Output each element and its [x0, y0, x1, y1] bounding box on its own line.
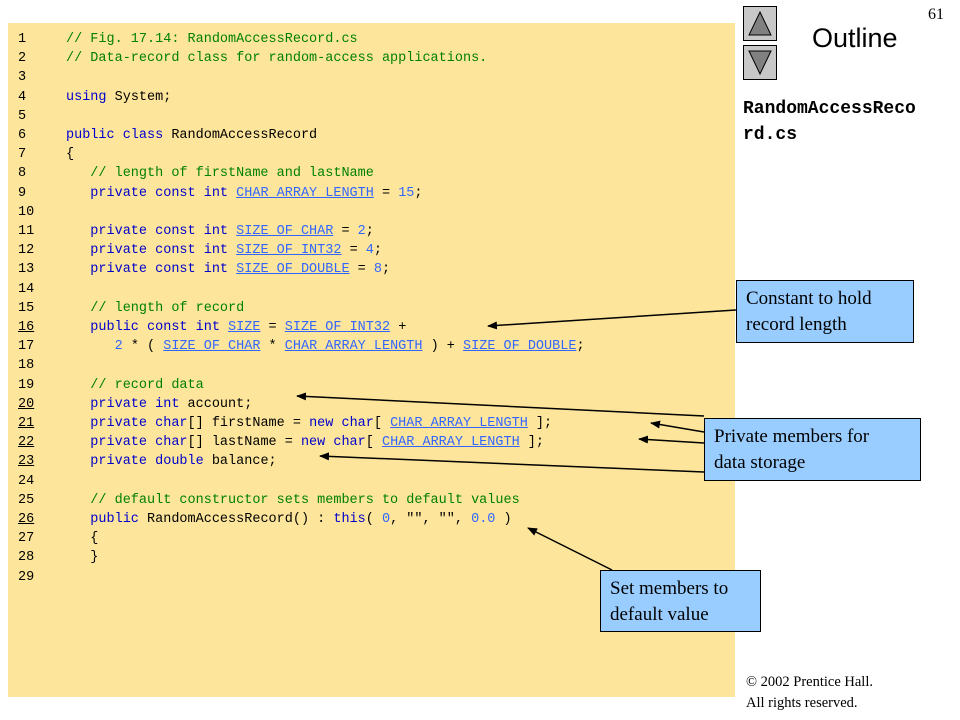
- code-text: }: [66, 550, 99, 566]
- copyright-line-1: © 2002 Prentice Hall.: [746, 674, 873, 690]
- code-listing: 1 // Fig. 17.14: RandomAccessRecord.cs 2 //…: [8, 23, 735, 697]
- code-text: {: [66, 147, 75, 163]
- code-text: private const int SIZE_OF_DOUBLE = 8;: [66, 262, 391, 278]
- line-number: 11: [18, 224, 35, 239]
- line-number: 21: [18, 416, 35, 431]
- code-text: // length of firstName and lastName: [66, 166, 374, 182]
- callout-default-value: Set members to default value: [600, 570, 761, 632]
- line-number: 9: [18, 185, 27, 201]
- code-text: // default constructor sets members to d…: [66, 492, 520, 508]
- copyright-notice: © 2002 Prentice Hall. All rights reserve…: [746, 672, 873, 714]
- line-number: 19: [18, 377, 35, 393]
- callout-text-2: data storage: [714, 452, 806, 473]
- code-text: public class RandomAccessRecord: [66, 128, 318, 143]
- next-slide-button[interactable]: [743, 45, 777, 80]
- line-number: 24: [18, 473, 35, 489]
- line-number: 6: [18, 128, 27, 143]
- line-number: 17: [18, 339, 35, 355]
- line-number: 13: [18, 262, 35, 278]
- outline-title: Outline: [812, 23, 898, 53]
- callout-private-members: Private members for data storage: [704, 418, 921, 481]
- code-text: // Fig. 17.14: RandomAccessRecord.cs: [66, 32, 358, 47]
- line-number: 3: [18, 70, 27, 86]
- line-number: 14: [18, 281, 35, 297]
- filename-label: RandomAccessReco rd.cs: [743, 96, 958, 148]
- line-number: 18: [18, 358, 35, 374]
- code-text: public RandomAccessRecord() : this( 0, "…: [66, 512, 512, 527]
- line-number: 1: [18, 32, 27, 47]
- page-number: 61: [928, 6, 944, 23]
- line-number: 15: [18, 300, 35, 316]
- code-text: using System;: [66, 89, 172, 105]
- callout-text-2: record length: [746, 314, 847, 335]
- line-number: 2: [18, 51, 27, 67]
- code-text: private const int CHAR_ARRAY_LENGTH = 15…: [66, 185, 423, 201]
- line-number: 23: [18, 454, 35, 470]
- filename-line-1: RandomAccessReco: [743, 99, 916, 119]
- previous-slide-button[interactable]: [743, 6, 777, 41]
- line-number: 12: [18, 243, 35, 259]
- code-text: private char[] lastName = new char[ CHAR…: [66, 435, 545, 451]
- up-triangle-icon: [748, 10, 772, 36]
- line-number: 20: [18, 396, 35, 412]
- code-text: private char[] firstName = new char[ CHA…: [66, 416, 553, 431]
- line-number: 5: [18, 108, 27, 124]
- line-number: 26: [18, 512, 35, 527]
- code-text: private int account;: [66, 396, 253, 412]
- code-text: // length of record: [66, 300, 245, 316]
- line-number: 25: [18, 492, 35, 508]
- copyright-line-2: All rights reserved.: [746, 695, 858, 711]
- down-triangle-icon: [748, 50, 772, 76]
- code-text: private double balance;: [66, 454, 277, 470]
- line-number: 7: [18, 147, 27, 163]
- code-text: 2 * ( SIZE_OF_CHAR * CHAR_ARRAY_LENGTH )…: [114, 339, 585, 355]
- line-number: 10: [18, 204, 35, 220]
- code-text: private const int SIZE_OF_INT32 = 4;: [66, 243, 382, 259]
- line-number: 27: [18, 531, 35, 547]
- callout-text-1: Private members for: [714, 426, 870, 447]
- line-number: 16: [18, 320, 35, 335]
- code-text: public const int SIZE = SIZE_OF_INT32 +: [66, 320, 407, 335]
- line-number: 4: [18, 89, 27, 105]
- line-number: 22: [18, 435, 35, 451]
- code-text: // Data-record class for random-access a…: [66, 51, 488, 67]
- filename-line-2: rd.cs: [743, 125, 798, 145]
- code-text: {: [66, 531, 99, 547]
- callout-text-1: Set members to: [610, 578, 729, 599]
- line-number: 8: [18, 166, 27, 182]
- callout-text-1: Constant to hold: [746, 288, 872, 309]
- code-text: // record data: [66, 377, 204, 393]
- code-text: private const int SIZE_OF_CHAR = 2;: [66, 224, 374, 239]
- callout-text-2: default value: [610, 604, 709, 625]
- line-number: 28: [18, 550, 35, 566]
- callout-record-length: Constant to hold record length: [736, 280, 914, 343]
- line-number: 29: [18, 569, 35, 585]
